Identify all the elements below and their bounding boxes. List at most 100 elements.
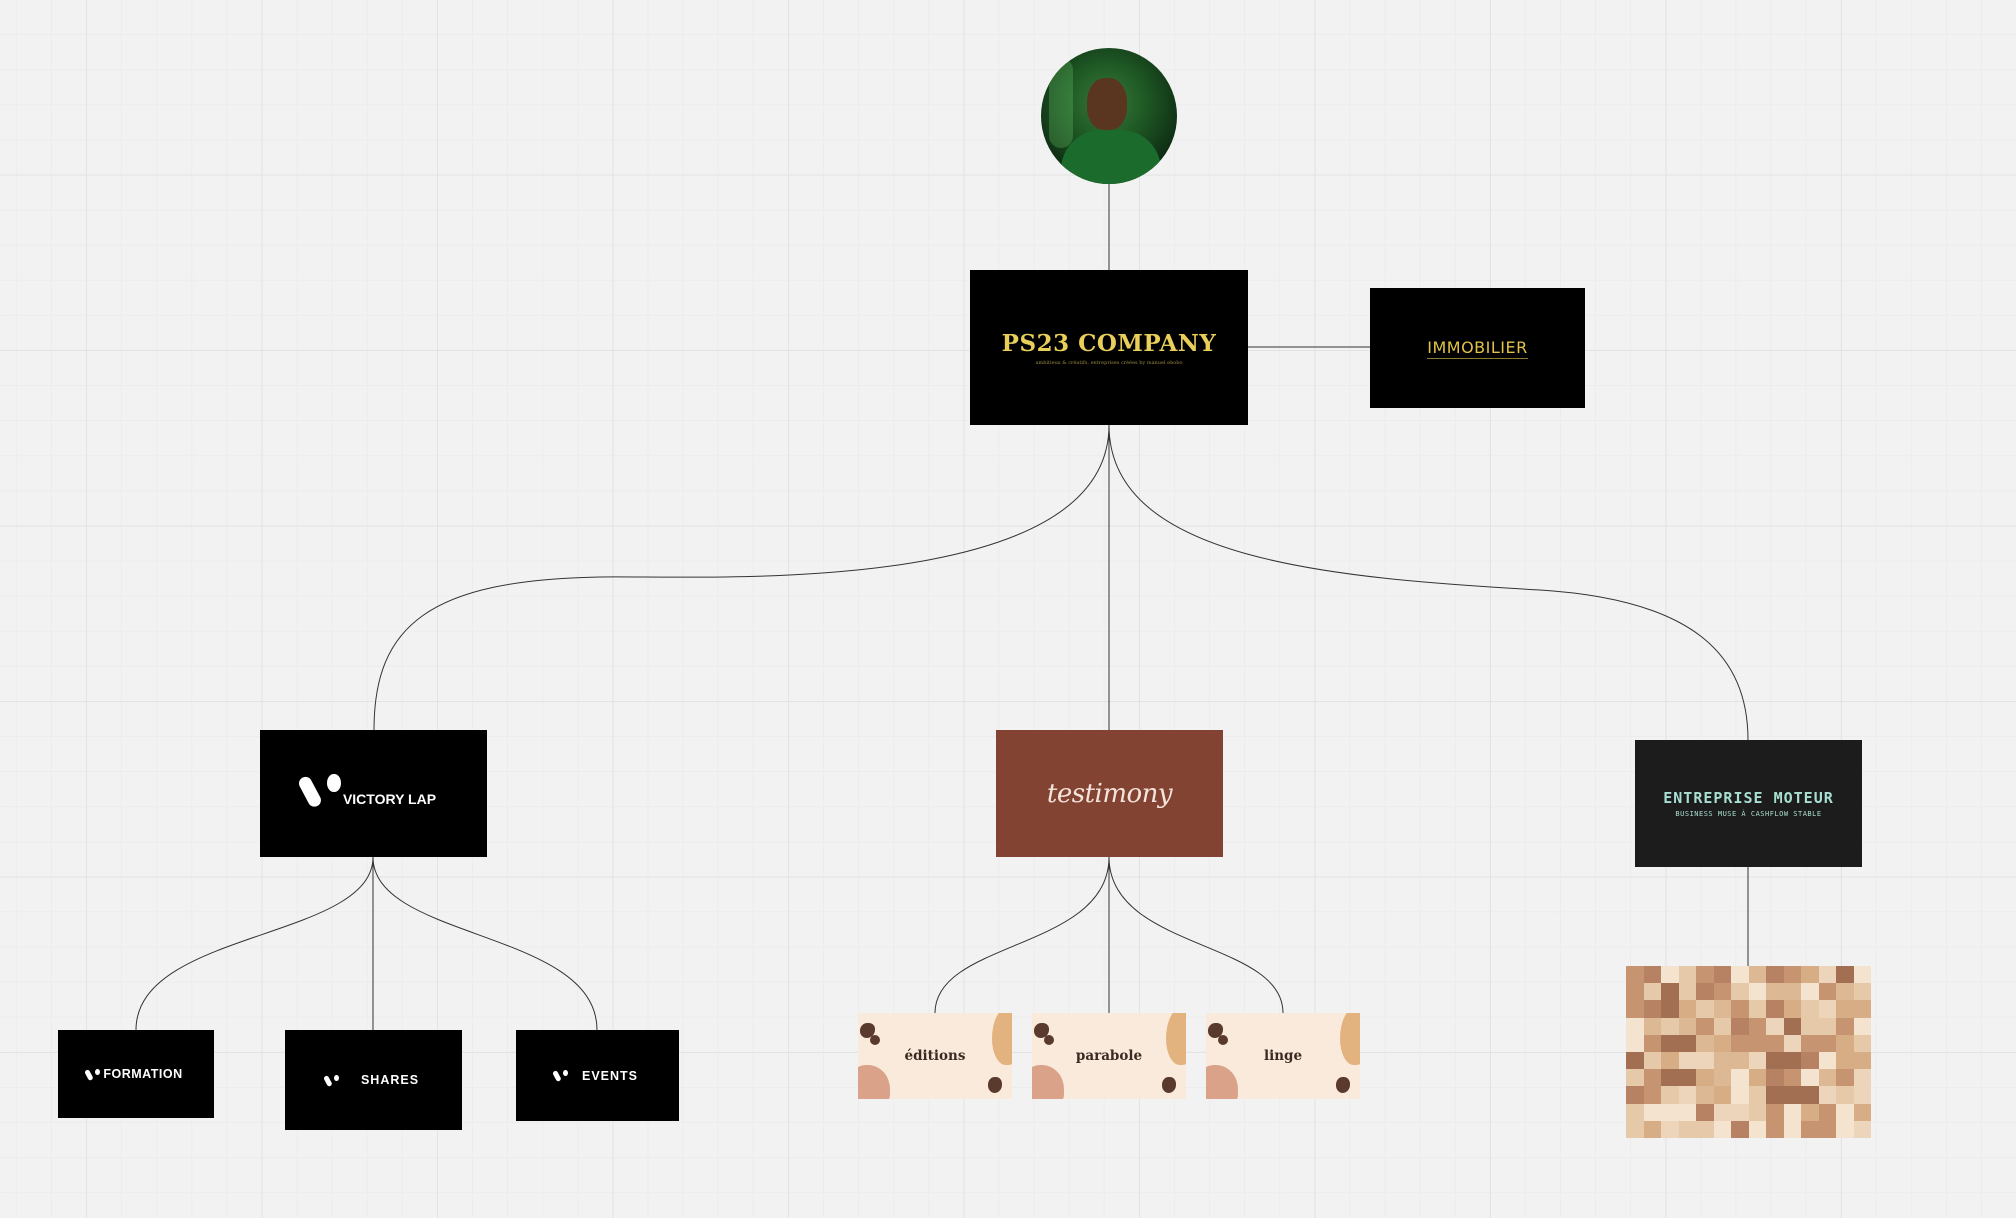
mosaic-tile	[1696, 1103, 1714, 1121]
mosaic-tile	[1696, 1000, 1714, 1018]
mosaic-tile	[1836, 1017, 1854, 1035]
mosaic-tile	[1643, 983, 1661, 1001]
mosaic-tile	[1853, 1069, 1871, 1087]
editions-node[interactable]: éditions	[858, 1013, 1012, 1099]
victory-lap-logo-icon	[323, 1074, 339, 1087]
mosaic-tile	[1678, 1052, 1696, 1070]
mosaic-tile	[1643, 966, 1661, 984]
mosaic-tile	[1801, 1103, 1819, 1121]
entreprise-moteur-title: ENTREPRISE MOTEUR	[1663, 789, 1834, 807]
mosaic-tile	[1801, 966, 1819, 984]
mosaic-tile	[1661, 1120, 1679, 1138]
mosaic-tile	[1783, 1086, 1801, 1104]
mosaic-tile	[1853, 1120, 1871, 1138]
mosaic-tile	[1731, 1069, 1749, 1087]
mosaic-tile	[1801, 1052, 1819, 1070]
mosaic-tile	[1836, 1086, 1854, 1104]
victory-lap-logo-icon	[552, 1070, 568, 1083]
mosaic-tile	[1626, 966, 1644, 984]
victory-lap-logo-icon	[296, 773, 341, 809]
mosaic-tile	[1766, 1086, 1784, 1104]
mosaic-tile	[1661, 966, 1679, 984]
mosaic-tile	[1818, 1069, 1836, 1087]
pixel-mosaic-image[interactable]	[1626, 966, 1871, 1138]
events-node[interactable]: EVENTS	[516, 1030, 679, 1121]
mosaic-tile	[1836, 983, 1854, 1001]
mosaic-tile	[1818, 983, 1836, 1001]
mosaic-tile	[1643, 1086, 1661, 1104]
mosaic-tile	[1766, 966, 1784, 984]
mosaic-tile	[1713, 1052, 1731, 1070]
mosaic-tile	[1643, 1069, 1661, 1087]
mosaic-tile	[1836, 1069, 1854, 1087]
mosaic-tile	[1748, 1052, 1766, 1070]
connector-ps23-victory-lap	[373, 424, 1110, 731]
mosaic-tile	[1783, 1052, 1801, 1070]
immobilier-node[interactable]: IMMOBILIER	[1370, 288, 1585, 408]
mosaic-tile	[1643, 1017, 1661, 1035]
mosaic-tile	[1853, 1086, 1871, 1104]
mosaic-tile	[1748, 1000, 1766, 1018]
mosaic-tile	[1731, 1103, 1749, 1121]
victory-lap-node[interactable]: VICTORY LAP	[260, 730, 487, 857]
mosaic-tile	[1748, 1017, 1766, 1035]
mosaic-tile	[1731, 983, 1749, 1001]
mosaic-tile	[1766, 1069, 1784, 1087]
mosaic-tile	[1696, 1017, 1714, 1035]
linge-node[interactable]: linge	[1206, 1013, 1360, 1099]
mosaic-tile	[1783, 1000, 1801, 1018]
mosaic-tile	[1801, 1120, 1819, 1138]
mosaic-tile	[1748, 1069, 1766, 1087]
entreprise-moteur-subtitle: BUSINESS MUSE À CASHFLOW STABLE	[1675, 810, 1822, 818]
mosaic-tile	[1696, 1052, 1714, 1070]
mosaic-tile	[1836, 1120, 1854, 1138]
mosaic-tile	[1696, 1069, 1714, 1087]
mosaic-tile	[1853, 1017, 1871, 1035]
mosaic-tile	[1661, 1000, 1679, 1018]
mosaic-tile	[1713, 1120, 1731, 1138]
mosaic-tile	[1818, 1086, 1836, 1104]
mosaic-tile	[1661, 1017, 1679, 1035]
connector-victory-events	[372, 856, 598, 1031]
mosaic-tile	[1713, 1069, 1731, 1087]
mosaic-tile	[1626, 1052, 1644, 1070]
mosaic-tile	[1818, 1052, 1836, 1070]
mosaic-tile	[1748, 1086, 1766, 1104]
mosaic-tile	[1748, 1103, 1766, 1121]
mosaic-tile	[1731, 1034, 1749, 1052]
mosaic-tile	[1626, 983, 1644, 1001]
mosaic-tile	[1661, 1069, 1679, 1087]
mosaic-tile	[1678, 1017, 1696, 1035]
mosaic-tile	[1766, 1034, 1784, 1052]
mosaic-tile	[1643, 1034, 1661, 1052]
mosaic-tile	[1801, 983, 1819, 1001]
mosaic-tile	[1783, 1103, 1801, 1121]
ps23-company-node[interactable]: PS23 COMPANY ambitieux & créatifs, entre…	[970, 270, 1248, 425]
mosaic-tile	[1836, 1052, 1854, 1070]
mosaic-tile	[1853, 966, 1871, 984]
mosaic-tile	[1661, 1086, 1679, 1104]
connector-testimony-linge	[1108, 856, 1284, 1014]
testimony-node[interactable]: testimony	[996, 730, 1223, 857]
mosaic-tile	[1713, 1000, 1731, 1018]
formation-node[interactable]: FORMATION	[58, 1030, 214, 1118]
parabole-node[interactable]: parabole	[1032, 1013, 1186, 1099]
mosaic-tile	[1713, 1086, 1731, 1104]
mosaic-tile	[1836, 966, 1854, 984]
avatar[interactable]	[1041, 48, 1177, 184]
entreprise-moteur-node[interactable]: ENTREPRISE MOTEUR BUSINESS MUSE À CASHFL…	[1635, 740, 1862, 867]
mosaic-tile	[1766, 1120, 1784, 1138]
mosaic-tile	[1678, 1034, 1696, 1052]
mosaic-tile	[1678, 1000, 1696, 1018]
ps23-tagline: ambitieux & créatifs, entreprises créées…	[1035, 359, 1183, 366]
mosaic-tile	[1731, 1000, 1749, 1018]
mosaic-tile	[1661, 1103, 1679, 1121]
shares-node[interactable]: SHARES	[285, 1030, 462, 1130]
mosaic-tile	[1766, 1017, 1784, 1035]
mosaic-tile	[1801, 1034, 1819, 1052]
editions-title: éditions	[904, 1048, 966, 1064]
mosaic-tile	[1678, 1103, 1696, 1121]
events-title: EVENTS	[581, 1068, 638, 1083]
mosaic-tile	[1801, 1069, 1819, 1087]
mosaic-tile	[1626, 1034, 1644, 1052]
